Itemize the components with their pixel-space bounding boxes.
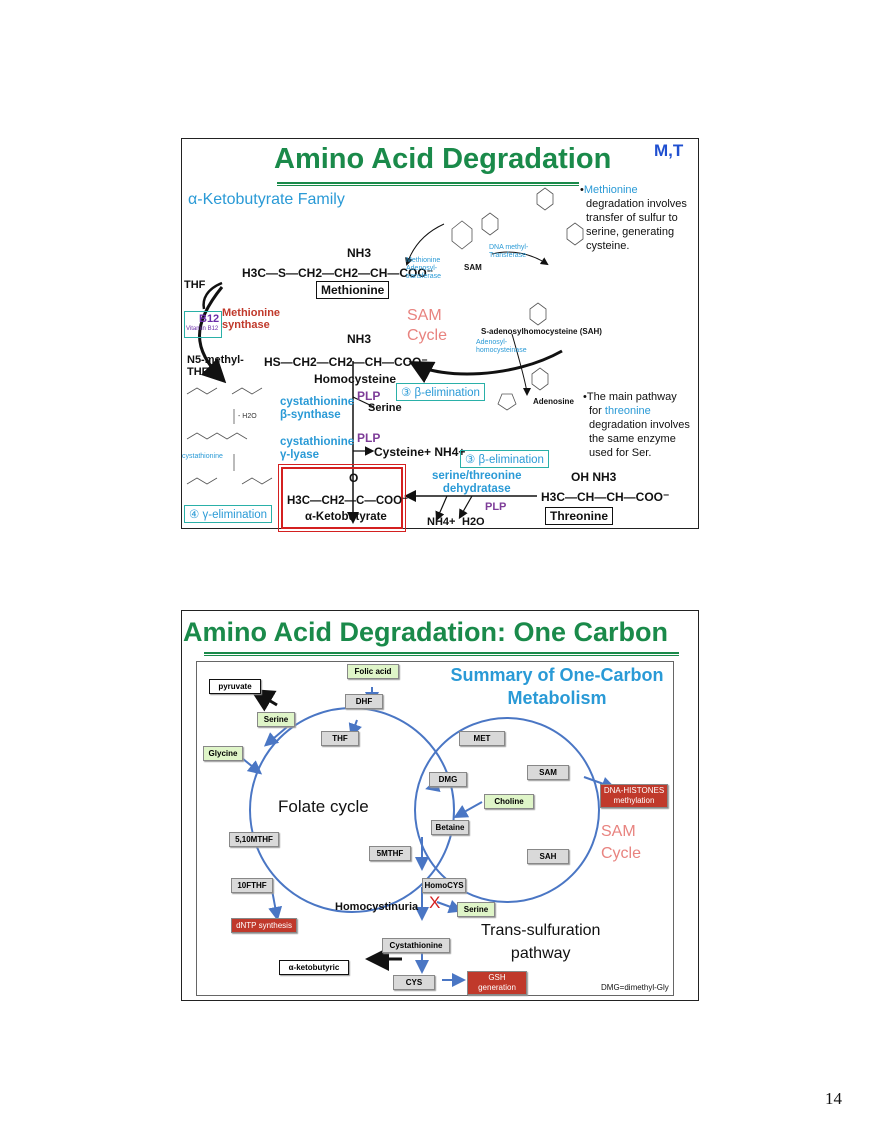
serine-bottom-box: Serine (457, 902, 495, 917)
threonine-formula: H3C—CH—CH—COO⁻ (541, 490, 670, 504)
dntp-synthesis-box: dNTP synthesis (231, 918, 297, 933)
methionine-synthase-label: Methionine synthase (222, 307, 281, 331)
thf-label: THF (184, 279, 206, 291)
sam-cycle-label: SAM Cycle (407, 307, 448, 344)
adenosylhomocysteinase-label: Adenosyl- homocysteinase (476, 339, 527, 354)
summary-title: Summary of One-Carbon Metabolism (450, 665, 664, 708)
gsh-generation-box: GSH generation (467, 971, 527, 995)
serine-label: Serine (368, 402, 402, 414)
homocysteine-name: Homocysteine (314, 372, 397, 386)
trans-sulfuration-label: Trans-sulfuration pathway (481, 922, 601, 962)
ketobutyrate-formula: H3C—CH2—C—COO⁻ (287, 495, 409, 507)
title-rule (277, 182, 579, 184)
nh4-label: NH4+ (427, 516, 456, 528)
b12-label: B12 (199, 313, 220, 325)
n5-methyl-thf-label: N5-methyl- THF (187, 354, 244, 378)
h2o-label: H2O (462, 516, 485, 528)
note-methionine-word: Methionine (583, 184, 638, 196)
cys-box: CYS (393, 975, 435, 990)
plp-label-2: PLP (357, 431, 381, 445)
family-label: α-Ketobutyrate Family (188, 191, 345, 208)
beta-elimination-box-2: ③ β-elimination (460, 450, 549, 468)
dhf-box: DHF (345, 694, 383, 709)
slide2-title-rule (204, 652, 679, 654)
homocys-box: HomoCYS (422, 878, 466, 893)
betaine-box: Betaine (431, 820, 469, 835)
methionine-nh3: NH3 (347, 246, 372, 260)
title-rule-2 (277, 185, 579, 186)
one-carbon-diagram: Summary of One-Carbon Metabolism Folate … (196, 661, 674, 996)
folic-acid-box: Folic acid (347, 664, 399, 679)
sah-box: SAH (527, 849, 569, 864)
dna-methyltransferase-label: DNA methyl- Transferase (489, 244, 529, 259)
homocysteine-formula: HS—CH2—CH2—CH—COO⁻ (264, 355, 428, 369)
gamma-elimination-box: ④ γ-elimination (184, 505, 273, 523)
methionine-formula: H3C—S—CH2—CH2—CH—COO⁻ (242, 266, 434, 280)
h2o-small-label: - H2O (238, 413, 257, 420)
methionine-name: Methionine (316, 281, 390, 299)
serine-top-box: Serine (257, 712, 295, 727)
homocystinuria-label: Homocystinuria (335, 901, 419, 913)
beta-elimination-box-1: ③ β-elimination (396, 383, 485, 401)
slide2-title-rule-2 (204, 655, 679, 656)
cysteine-nh4-label: Cysteine+ NH4+ (374, 445, 466, 459)
sah-label: S-adenosylhomocysteine (SAH) (481, 327, 602, 336)
ketobutyrate-o: O (349, 471, 359, 485)
cystathionine-box: Cystathionine (382, 938, 450, 953)
page-number: 14 (825, 1089, 842, 1108)
ketobutyric-box: α-ketobutyric (279, 960, 349, 975)
ketobutyrate-name: α-Ketobutyrate (305, 511, 387, 523)
dmg-box: DMG (429, 772, 467, 787)
sam-box: SAM (527, 765, 569, 780)
plp-label-1: PLP (357, 389, 381, 403)
block-x-mark: X (429, 893, 441, 912)
sam-cycle-label-2: SAM Cycle (601, 823, 642, 862)
threonine-name: Threonine (545, 507, 614, 525)
glycine-box: Glycine (203, 746, 243, 761)
cystathionine-beta-synthase-label: cystathionine β-synthase (280, 396, 355, 421)
slide-one-carbon: Amino Acid Degradation: One Carbon (181, 610, 699, 1001)
pyruvate-box: pyruvate (209, 679, 261, 694)
slide-amino-acid-degradation: Amino Acid Degradation M,T α-Ketobutyrat… (181, 138, 699, 532)
threonine-note: •The main pathway for threonine degradat… (583, 391, 690, 459)
thf-box: THF (321, 731, 359, 746)
methionine-note: •Methionine degradation involves transfe… (580, 184, 687, 252)
slide2-title: Amino Acid Degradation: One Carbon (183, 617, 669, 647)
cystathionine-gamma-lyase-label: cystathionine γ-lyase (280, 436, 355, 461)
dmg-note: DMG=dimethyl-Gly (601, 983, 669, 992)
serine-threonine-dehydratase-label: serine/threonine dehydratase (432, 470, 522, 495)
slide1-title: Amino Acid Degradation (274, 143, 612, 175)
choline-box: Choline (484, 794, 534, 809)
sam-label: SAM (464, 263, 482, 272)
threonine-top: OH NH3 (571, 470, 617, 484)
homocysteine-nh3: NH3 (347, 332, 372, 346)
b12-box: B12 Vitamin B12 (184, 311, 222, 338)
fthf10-box: 10FTHF (231, 878, 273, 893)
vitamin-b12-label: Vitamin B12 (186, 326, 219, 332)
adenosine-label: Adenosine (533, 397, 574, 406)
methionine-adenosyltransferase-label: Methionine Adenosyl- transferase (406, 257, 442, 280)
mthf5-box: 5MTHF (369, 846, 411, 861)
folate-cycle-label: Folate cycle (278, 797, 369, 816)
dna-histones-box: DNA-HISTONES methylation (600, 784, 668, 808)
corner-tag: M,T (654, 141, 684, 160)
met-box: MET (459, 731, 505, 746)
plp-label-3: PLP (485, 501, 507, 513)
cystathionine-small-label: cystathionine (182, 453, 223, 460)
ketobutyrate-box: O H3C—CH2—C—COO⁻ α-Ketobutyrate (278, 464, 408, 532)
mthf510-box: 5,10MTHF (229, 832, 279, 847)
slide1-arrows (186, 187, 584, 524)
